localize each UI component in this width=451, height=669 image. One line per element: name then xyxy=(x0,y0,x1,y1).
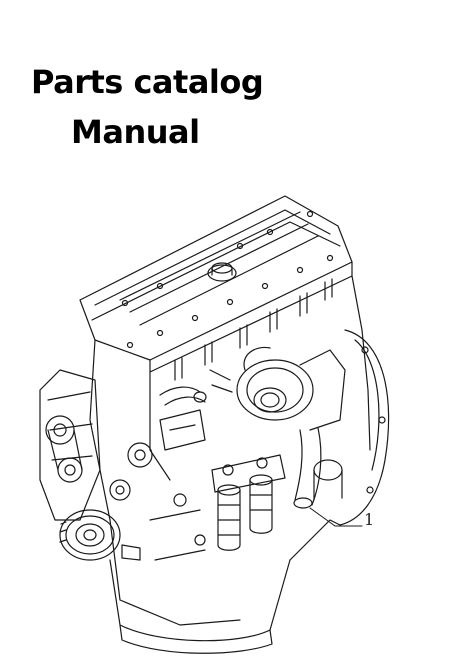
title-manual: Manual xyxy=(71,113,200,151)
engine-illustration xyxy=(39,195,390,654)
callout-label: 1 xyxy=(364,510,375,529)
title-parts-catalog: Parts catalog xyxy=(31,63,264,101)
